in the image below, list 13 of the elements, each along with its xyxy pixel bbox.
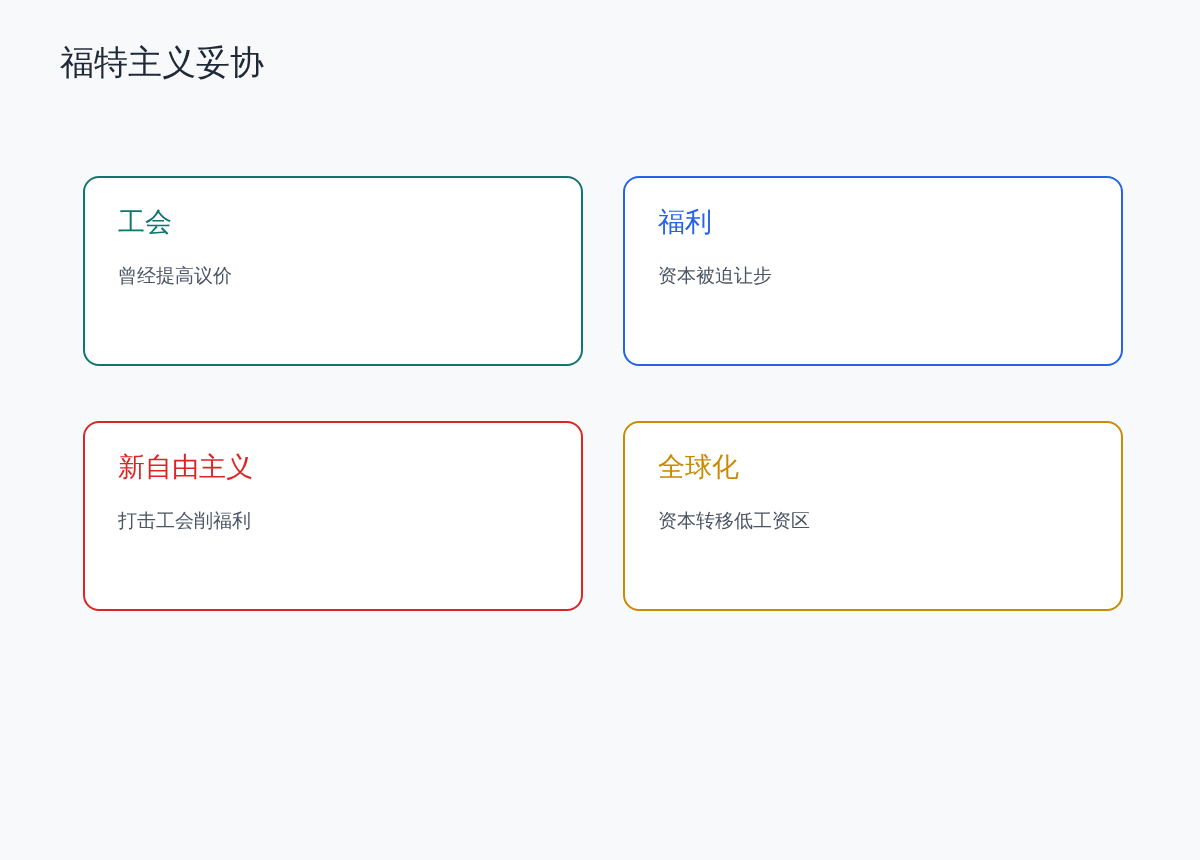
card-heading: 工会 — [118, 205, 172, 239]
card-description: 资本被迫让步 — [658, 263, 772, 288]
concept-card — [83, 176, 583, 366]
card-description: 曾经提高议价 — [118, 263, 232, 288]
card-description: 打击工会削福利 — [118, 508, 251, 533]
concept-card — [83, 421, 583, 611]
diagram-title: 福特主义妥协 — [60, 41, 264, 84]
card-heading: 新自由主义 — [118, 450, 253, 484]
card-description: 资本转移低工资区 — [658, 508, 810, 533]
card-heading: 全球化 — [658, 450, 739, 484]
card-heading: 福利 — [658, 205, 712, 239]
concept-card — [623, 421, 1123, 611]
concept-card — [623, 176, 1123, 366]
